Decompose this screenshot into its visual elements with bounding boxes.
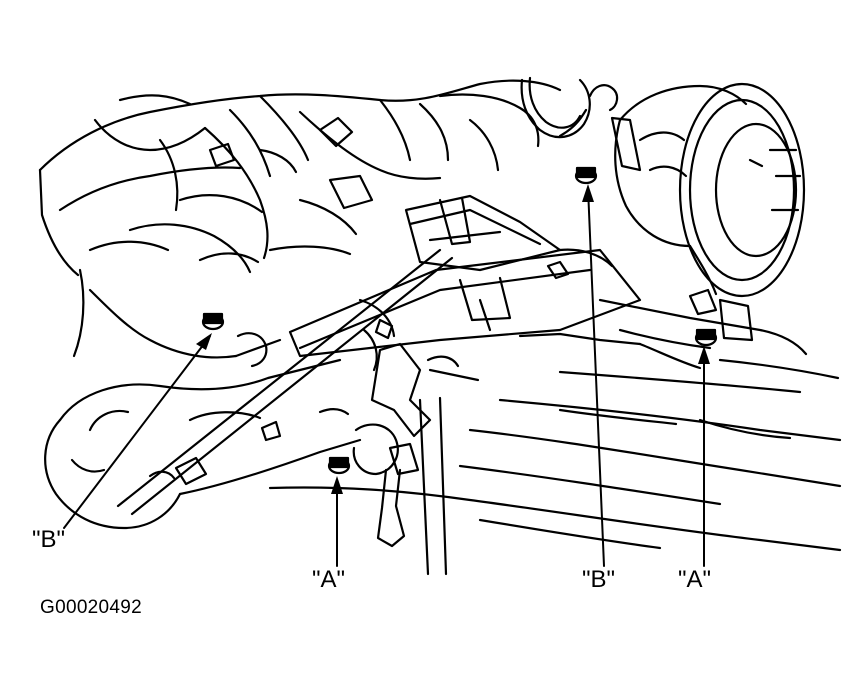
front-crossmember [288,194,642,372]
stabilizer-bar [116,248,454,516]
leader-lines [63,187,705,567]
right-lower-arm [598,288,808,370]
callout-a-right: "A" [678,566,712,593]
arrowhead-a-right-icon [698,346,710,364]
arrowhead-b-left-icon [196,333,212,350]
engine-assembly [38,79,562,277]
arrowhead-a-left-icon [331,476,343,494]
callout-b-right: "B" [582,566,616,593]
arrowhead-b-right-icon [582,184,594,202]
callout-a-left: "A" [312,566,346,593]
nuts [201,166,718,475]
nut-a-right-icon [694,328,718,347]
arrowheads [196,184,710,494]
figure-id: G00020492 [40,597,143,618]
brake-hose [520,76,619,139]
brake-rotor-hub [610,82,806,298]
nut-a-left-icon [327,456,351,475]
lower-control-arm [44,268,362,530]
ground-contours [268,358,842,552]
nut-b-right-icon [574,166,598,185]
stabilizer-link [352,342,480,576]
leader-b-left [63,335,211,529]
leader-b-right [587,187,605,567]
callout-b-left: "B" [32,526,66,553]
nut-b-left-icon [201,312,225,331]
